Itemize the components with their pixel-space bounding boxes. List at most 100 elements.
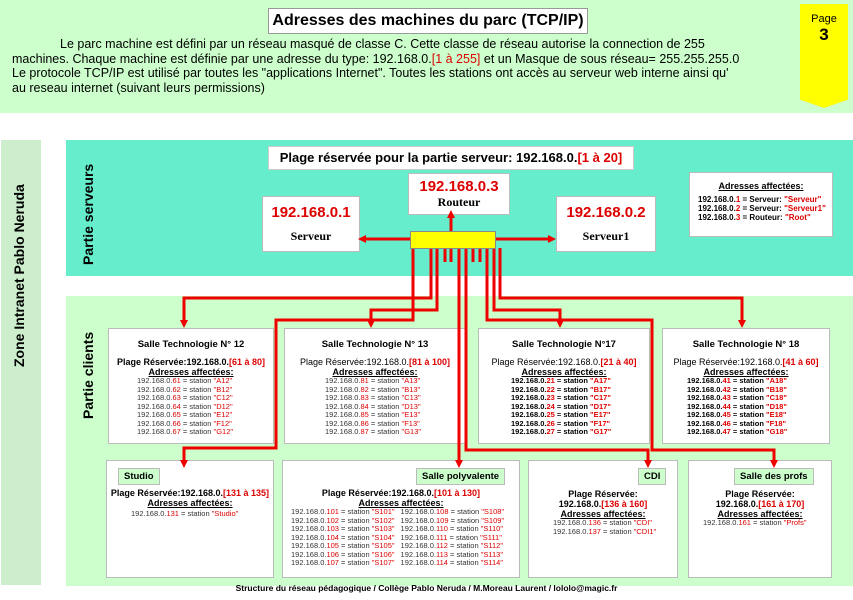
room-range: [161 à 170]: [758, 499, 805, 509]
room-heading: Adresses affectées:: [148, 367, 234, 377]
address-line: 192.168.0.113 = station "S113": [400, 549, 503, 559]
room-plage: Plage Réservée:192.168.0.: [673, 357, 783, 367]
address-line: 192.168.0.43 = station "C18": [687, 393, 787, 402]
address-line: 192.168.0.85 = station "E13": [325, 410, 421, 419]
intro-line-2: machines. Chaque machine est définie par…: [12, 52, 792, 67]
room-heading: Adresses affectées:: [358, 498, 444, 508]
link-tech-17: [492, 248, 564, 328]
room-name: Salle Technologie N° 18: [692, 339, 800, 350]
address-line: 192.168.0.137 = station "CDI1": [553, 526, 657, 536]
room-plage: Plage Réservée:: [568, 489, 638, 499]
room-lines: 192.168.0.161 = station "Profs": [689, 518, 831, 528]
room-plage2: 192.168.0.: [558, 499, 602, 509]
address-line: 192.168.0.24 = station "D17": [511, 401, 611, 411]
address-line: 192.168.0.65 = station "E12": [137, 410, 233, 419]
room-heading: Adresses affectées:: [332, 367, 418, 377]
server-range-prefix: Plage réservée pour la partie serveur: 1…: [279, 150, 578, 165]
page-title: Adresses des machines du parc (TCP/IP): [268, 8, 588, 34]
address-line: 192.168.0.87 = station "G13": [325, 427, 422, 436]
room-plage: Plage Réservée:192.168.0.: [116, 357, 230, 367]
room-lines-col2: 192.168.0.108 = station "S108"192.168.0.…: [400, 507, 505, 568]
address-line: 192.168.0.22 = station "B17": [511, 384, 611, 394]
room-heading: Adresses affectées:: [521, 367, 607, 377]
address-line: 192.168.0.67 = station "G12": [137, 427, 234, 436]
address-line: 192.168.0.46 = station "F18": [687, 418, 787, 428]
address-line: 192.168.0.111 = station "S111": [400, 532, 502, 542]
address-line: 192.168.0.21 = station "A17": [511, 376, 611, 385]
link-tech-13: [367, 248, 439, 328]
room-tag-studio: Studio: [118, 468, 160, 485]
room-lines: 192.168.0.21 = station "A17"192.168.0.22…: [479, 376, 649, 437]
room-name: Salle Technologie N° 12: [137, 339, 245, 350]
intro-line-1: Le parc machine est défini par un réseau…: [60, 37, 705, 51]
address-line: 192.168.0.102 = station "S102": [291, 515, 395, 525]
room-plage: Plage Réservée:192.168.0.: [321, 488, 435, 498]
intro-text: Le parc machine est défini par un réseau…: [12, 37, 792, 95]
address-line: 192.168.0.131 = station "Studio": [131, 509, 239, 518]
server1-name: Serveur1: [582, 229, 630, 243]
server-assigned-heading: Adresses affectées:: [718, 181, 804, 191]
address-line: 192.168.0.161 = station "Profs": [703, 518, 807, 527]
room-lines: 192.168.0.131 = station "Studio": [107, 509, 273, 519]
room-plage2: 192.168.0.: [715, 499, 759, 509]
room-range: [61 à 80]: [229, 357, 266, 367]
room-tech-17: Salle Technologie N°17 Plage Réservée:19…: [478, 328, 650, 444]
address-line: 192.168.0.62 = station "B12": [137, 384, 233, 394]
room-plage: Plage Réservée:192.168.0.: [491, 357, 601, 367]
room-name: Salle Technologie N°17: [512, 339, 616, 350]
room-cdi: Plage Réservée: 192.168.0.[136 à 160] Ad…: [528, 460, 678, 578]
address-line: 192.168.0.26 = station "F17": [511, 418, 611, 428]
intro-line-4: au reseau internet (suivant leurs permis…: [12, 80, 265, 95]
address-line: 192.168.0.63 = station "C12": [137, 393, 233, 402]
room-lines: 192.168.0.61 = station "A12"192.168.0.62…: [109, 376, 273, 437]
address-line: 192.168.0.83 = station "C13": [325, 393, 421, 402]
room-tag-polyvalente: Salle polyvalente: [416, 468, 506, 485]
link-studio: [180, 248, 415, 468]
room-heading: Adresses affectées:: [703, 367, 789, 377]
room-lines: 192.168.0.81 = station "A13"192.168.0.82…: [285, 376, 465, 437]
page-label: Page: [811, 13, 837, 25]
server-assigned-row: 192.168.0.3 = Routeur: "Root": [698, 213, 811, 222]
room-range: [41 à 60]: [782, 357, 819, 367]
link-tech-18: [498, 248, 746, 328]
network-switch: [410, 231, 496, 249]
room-tech-18: Salle Technologie N° 18 Plage Réservée:1…: [662, 328, 830, 444]
room-heading: Adresses affectées:: [147, 498, 233, 508]
server-range-title: Plage réservée pour la partie serveur: 1…: [268, 146, 634, 170]
room-name: Salle Technologie N° 13: [321, 339, 429, 350]
intro-range: [1 à 255]: [431, 51, 481, 66]
address-line: 192.168.0.109 = station "S109": [400, 515, 505, 525]
address-line: 192.168.0.47 = station "G18": [687, 427, 788, 436]
page-flag: Page 3: [800, 4, 848, 108]
room-range: [136 à 160]: [601, 499, 648, 509]
server-box: 192.168.0.1 Serveur: [262, 196, 360, 252]
address-line: 192.168.0.110 = station "S110": [400, 524, 503, 533]
room-tag-cdi: CDI: [638, 468, 667, 485]
server-assigned-row: 192.168.0.1 = Serveur: "Serveur": [698, 195, 822, 204]
address-line: 192.168.0.64 = station "D12": [137, 401, 233, 411]
room-range: [81 à 100]: [409, 357, 451, 367]
address-line: 192.168.0.108 = station "S108": [400, 507, 505, 516]
server1-box: 192.168.0.2 Serveur1: [556, 196, 656, 252]
room-plage: Plage Réservée:: [725, 489, 795, 499]
room-range: [21 à 40]: [600, 357, 637, 367]
intro-line-2a: machines. Chaque machine est définie par…: [12, 51, 432, 66]
room-tag-profs: Salle des profs: [734, 468, 814, 485]
room-tech-12: Salle Technologie N° 12 Plage Réservée:1…: [108, 328, 274, 444]
page-number: 3: [819, 25, 829, 44]
address-line: 192.168.0.103 = station "S103": [291, 524, 395, 533]
link-cdi: [464, 248, 652, 468]
router-box: 192.168.0.3 Routeur: [408, 173, 510, 215]
room-lines: 192.168.0.41 = station "A18"192.168.0.42…: [663, 376, 829, 437]
address-line: 192.168.0.44 = station "D18": [687, 401, 787, 411]
address-line: 192.168.0.42 = station "B18": [687, 384, 787, 394]
room-range: [101 à 130]: [434, 488, 481, 498]
address-line: 192.168.0.61 = station "A12": [137, 376, 233, 385]
link-tech-12: [180, 248, 433, 328]
zone-sidebar: Zone Intranet Pablo Neruda: [1, 140, 41, 585]
address-line: 192.168.0.107 = station "S107": [291, 558, 395, 567]
room-heading: Adresses affectées:: [717, 509, 803, 519]
address-line: 192.168.0.136 = station "CDI": [553, 518, 652, 527]
address-line: 192.168.0.104 = station "S104": [291, 532, 395, 542]
